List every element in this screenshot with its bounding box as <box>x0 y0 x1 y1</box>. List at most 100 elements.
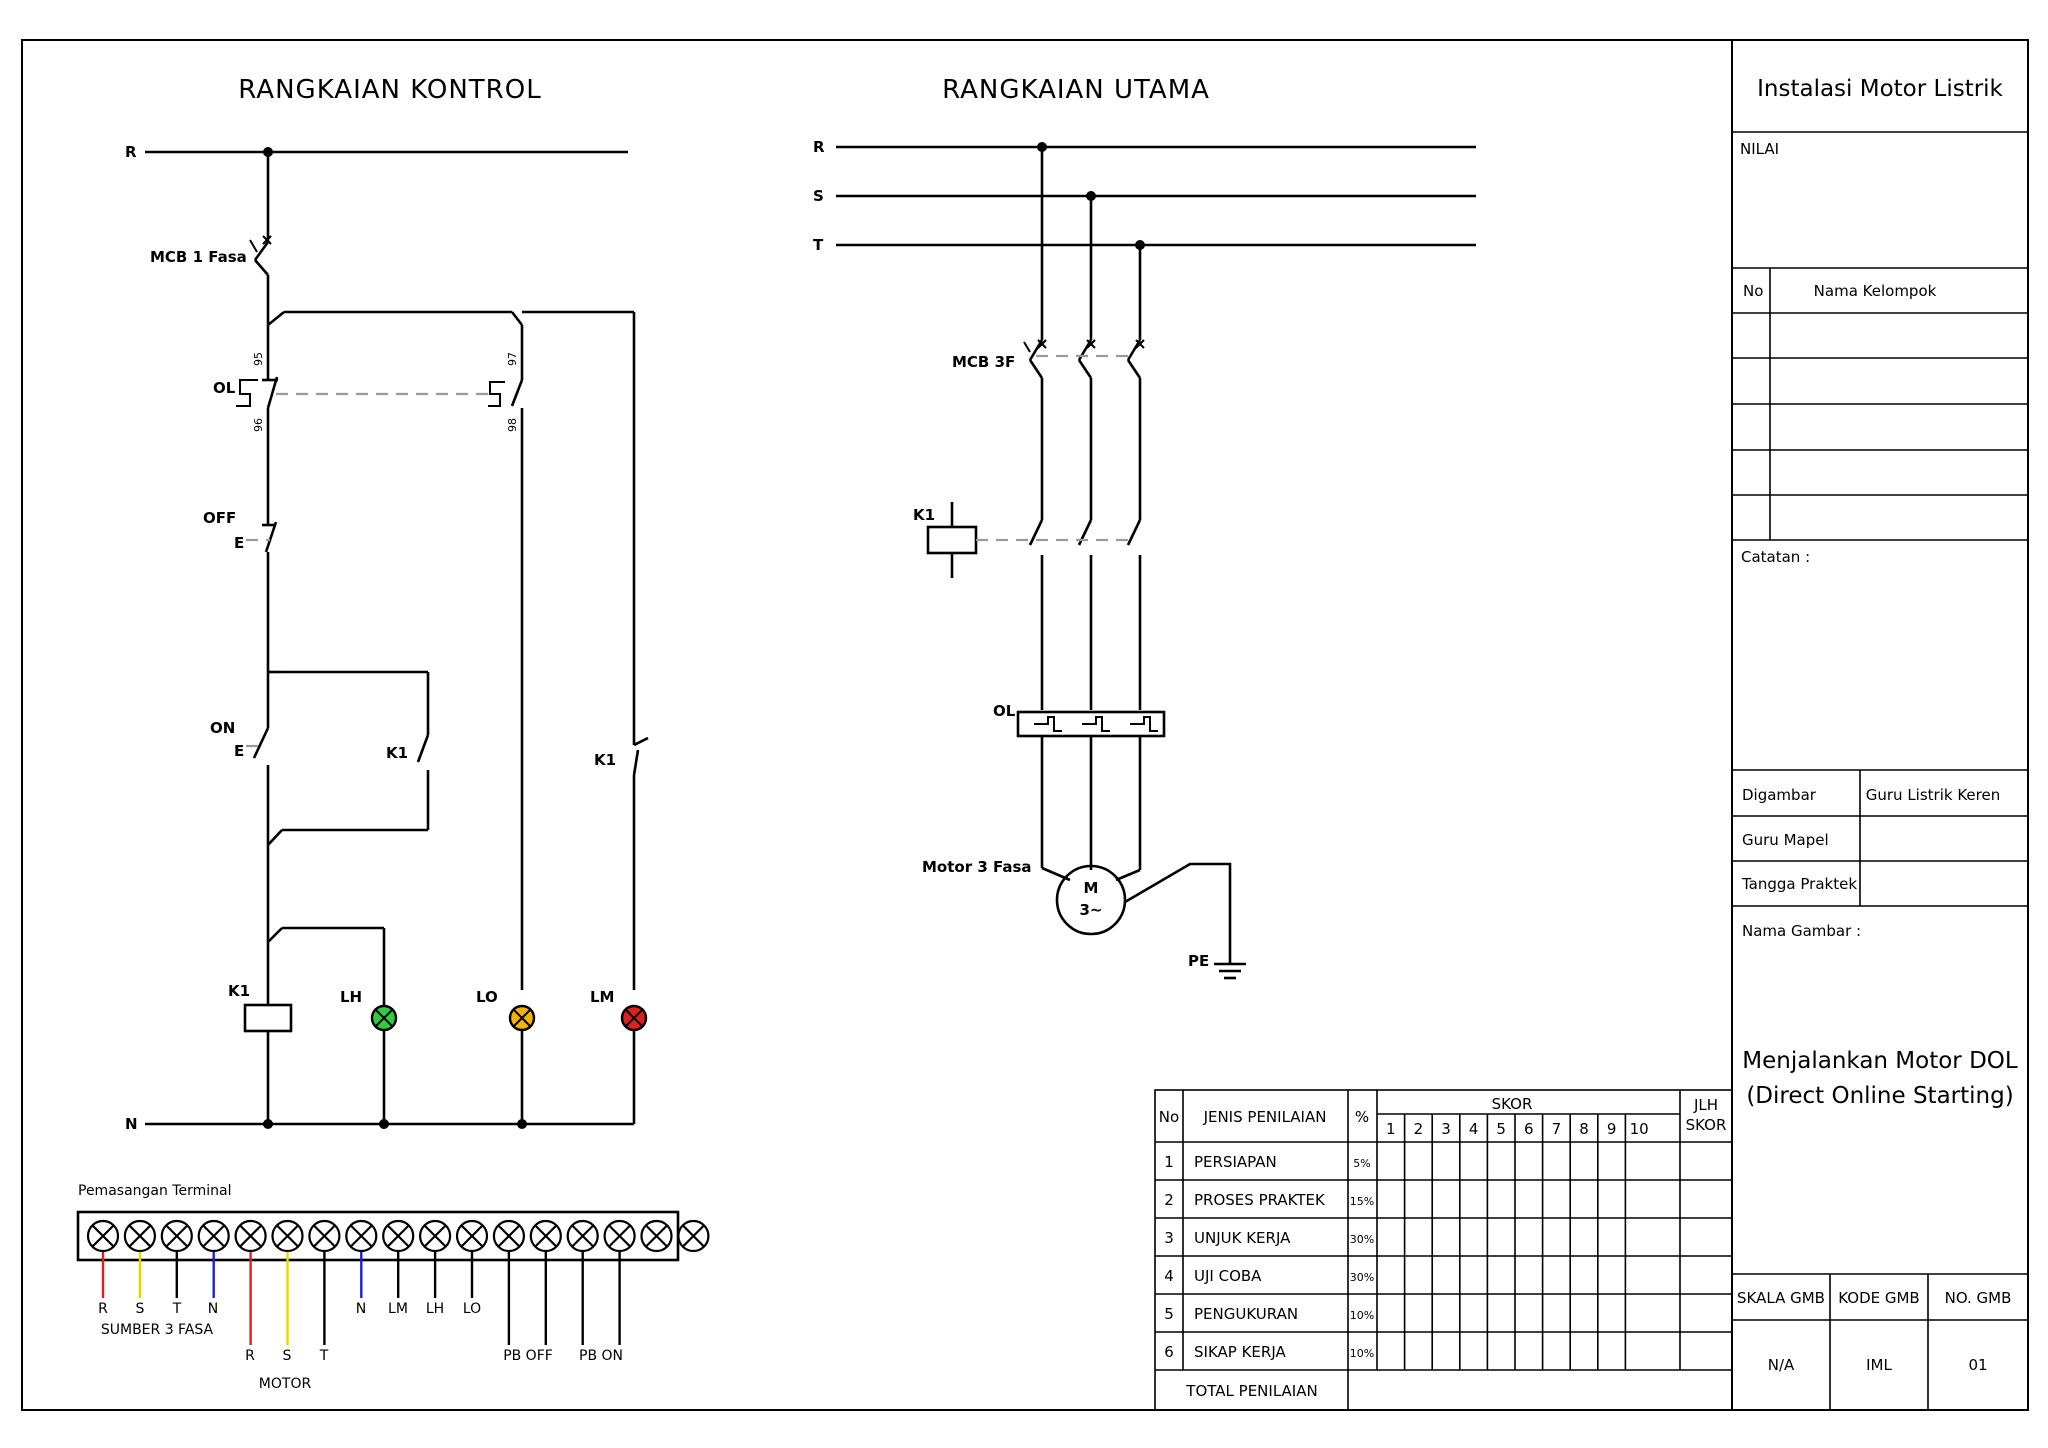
kelompok-no-header: No <box>1743 282 1763 300</box>
kelompok-name-header: Nama Kelompok <box>1814 282 1937 300</box>
digambar-value: Guru Listrik Keren <box>1866 786 2000 804</box>
table-jenis-header: JENIS PENILAIAN <box>1203 1108 1327 1126</box>
source-r-label: R <box>98 1301 108 1317</box>
row-weight: 30% <box>1350 1271 1374 1284</box>
terminal-98-label: 98 <box>506 418 519 432</box>
ol-label: OL <box>213 379 236 397</box>
off-pushbutton-symbol <box>246 510 278 672</box>
row-number: 2 <box>1164 1191 1174 1209</box>
terminal-screw-icon <box>640 1219 673 1253</box>
main-circuit: RANGKAIAN UTAMA R S T MCB 3F <box>813 75 1476 980</box>
tangga-praktek-label: Tangga Praktek <box>1741 875 1857 893</box>
terminal-screw-icon <box>677 1219 710 1253</box>
skala-value: N/A <box>1768 1356 1795 1374</box>
kode-value: IML <box>1866 1356 1892 1374</box>
lo-lamp-symbol <box>508 1004 536 1032</box>
control-title: RANGKAIAN KONTROL <box>238 75 541 105</box>
no-gambar-label: NO. GMB <box>1945 1289 2012 1307</box>
terminal-screw-icon <box>455 1219 489 1253</box>
pb-on-terminal-label: PB ON <box>579 1348 623 1364</box>
lh-terminal-label: LH <box>426 1301 444 1317</box>
row-assessment-name: UJI COBA <box>1194 1267 1262 1285</box>
terminal-strip-frame <box>76 1210 680 1262</box>
table-total-label: TOTAL PENILAIAN <box>1185 1382 1317 1400</box>
nama-gambar-label: Nama Gambar : <box>1742 922 1861 940</box>
source-s-label: S <box>136 1301 145 1317</box>
control-n-label: N <box>125 1115 138 1133</box>
nilai-label: NILAI <box>1740 140 1779 158</box>
motor-r-terminal-label: R <box>245 1348 255 1364</box>
motor-caption: MOTOR <box>259 1376 312 1392</box>
row-assessment-name: SIKAP KERJA <box>1194 1343 1286 1361</box>
off-button-label: OFF <box>203 509 236 527</box>
row-weight: 30% <box>1350 1233 1374 1246</box>
motor-t-terminal-label: T <box>319 1348 329 1364</box>
title-block-title: Instalasi Motor Listrik <box>1757 76 2003 102</box>
terminal-screw-icon <box>603 1219 636 1253</box>
no-gambar-value: 01 <box>1968 1356 1987 1374</box>
row-number: 6 <box>1164 1343 1174 1361</box>
score-column-label: 4 <box>1469 1120 1479 1138</box>
control-circuit: RANGKAIAN KONTROL R MCB 1 Fasa OL 95 96 <box>125 75 649 1133</box>
overload-nc-contact <box>236 368 279 420</box>
source-caption: SUMBER 3 FASA <box>101 1322 214 1338</box>
title-block-frame <box>1731 39 2029 1411</box>
row-number: 5 <box>1164 1305 1174 1323</box>
score-column-label: 7 <box>1552 1120 1562 1138</box>
terminal-screw-icon <box>160 1219 193 1253</box>
row-number: 1 <box>1164 1153 1174 1171</box>
terminal-screw-icon <box>492 1219 525 1253</box>
terminal-strip: Pemasangan Terminal R S T N SUMBER 3 FAS… <box>76 1183 710 1392</box>
main-s-label: S <box>813 187 824 205</box>
motor-m-label: M <box>1084 879 1099 897</box>
control-r-label: R <box>125 143 137 161</box>
row-weight: 5% <box>1353 1157 1370 1170</box>
score-column-label: 1 <box>1386 1120 1396 1138</box>
main-overload-symbol <box>1016 710 1166 738</box>
junction-dot <box>517 1119 527 1129</box>
guru-mapel-label: Guru Mapel <box>1742 831 1829 849</box>
row-number: 4 <box>1164 1267 1174 1285</box>
score-column-label: 2 <box>1414 1120 1424 1138</box>
terminal-screw-icon <box>382 1219 415 1253</box>
table-jlh-header: JLH <box>1693 1096 1718 1114</box>
score-column-label: 5 <box>1496 1120 1506 1138</box>
score-column-label: 3 <box>1441 1120 1451 1138</box>
lh-lamp-symbol <box>370 1004 398 1032</box>
mcb-1-fasa-symbol <box>249 235 272 312</box>
terminal-screw-icon <box>86 1219 120 1253</box>
pb-off-terminal-label: PB OFF <box>503 1348 553 1364</box>
terminal-screw-icon <box>529 1219 562 1253</box>
motor-label: Motor 3 Fasa <box>922 858 1032 876</box>
k1-lamp-contact-label: K1 <box>594 751 616 769</box>
main-k1-coil-symbol <box>926 502 978 578</box>
terminal-screw-icon <box>566 1219 599 1253</box>
main-r-label: R <box>813 138 825 156</box>
catatan-label: Catatan : <box>1741 548 1810 566</box>
score-column-label: 9 <box>1607 1120 1617 1138</box>
lamp-n-terminal-label: N <box>356 1301 366 1317</box>
main-t-label: T <box>813 236 824 254</box>
row-number: 3 <box>1164 1229 1174 1247</box>
main-title: RANGKAIAN UTAMA <box>942 75 1210 105</box>
mcb-1-fasa-label: MCB 1 Fasa <box>150 248 247 266</box>
pe-label: PE <box>1188 952 1209 970</box>
kode-label: KODE GMB <box>1838 1289 1919 1307</box>
table-skor-header: SKOR <box>1492 1095 1533 1113</box>
off-e-label: E <box>234 534 244 552</box>
score-column-label: 10 <box>1630 1120 1649 1138</box>
terminal-screw-icon <box>345 1219 378 1253</box>
row-assessment-name: PERSIAPAN <box>1194 1153 1277 1171</box>
terminal-95-label: 95 <box>252 352 265 366</box>
terminal-screw-icon <box>271 1219 304 1253</box>
motor-phase-label: 3~ <box>1079 901 1102 919</box>
source-n-label: N <box>208 1301 218 1317</box>
terminal-screw-icon <box>197 1219 230 1253</box>
digambar-label: Digambar <box>1742 786 1817 804</box>
lh-lamp-label: LH <box>340 988 362 1006</box>
drawing-name-line-1: Menjalankan Motor DOL <box>1742 1048 2018 1074</box>
main-k1-label: K1 <box>913 506 935 524</box>
lo-lamp-label: LO <box>476 988 498 1006</box>
